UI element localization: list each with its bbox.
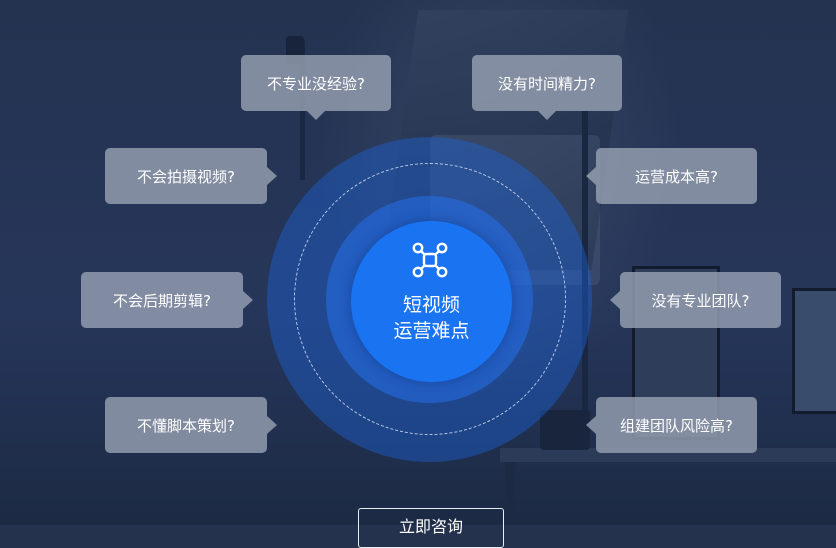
consult-now-button[interactable]: 立即咨询 <box>358 508 504 548</box>
equipment-box <box>540 410 590 450</box>
center-title-line2: 运营难点 <box>393 320 470 342</box>
pain-point-no-team: 没有专业团队? <box>610 272 781 328</box>
pain-point-high-cost: 运营成本高? <box>586 148 757 204</box>
center-title: 短视频 运营难点 <box>351 292 512 344</box>
pain-point-cant-shoot: 不会拍摄视频? <box>105 148 277 204</box>
center-circle <box>351 221 512 382</box>
dashed-ring <box>294 163 566 435</box>
pain-point-cant-edit: 不会后期剪辑? <box>81 272 253 328</box>
pain-point-team-risk: 组建团队风险高? <box>586 397 757 453</box>
network-hub-icon <box>412 242 448 278</box>
pain-point-no-script: 不懂脚本策划? <box>105 397 277 453</box>
desk-leg <box>505 462 515 525</box>
pain-point-no-experience: 不专业没经验? <box>241 55 391 120</box>
light-stand <box>582 110 588 410</box>
pain-point-no-time: 没有时间精力? <box>472 55 622 120</box>
monitor-right <box>792 288 836 414</box>
center-title-line1: 短视频 <box>402 294 460 316</box>
